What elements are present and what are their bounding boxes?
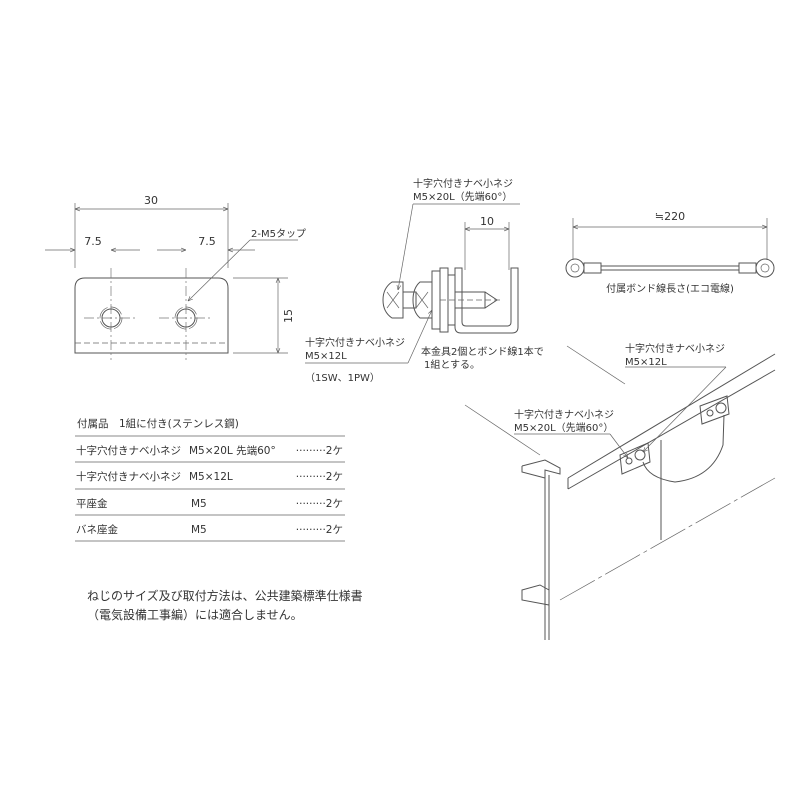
table-row: 平座金 M5 ·········2ケ xyxy=(76,497,343,510)
svg-text:·········2ケ: ·········2ケ xyxy=(296,524,343,536)
tap-hole-left xyxy=(101,308,121,328)
dim-right-label: 7.5 xyxy=(198,235,216,248)
bond-length-label: ≒220 xyxy=(655,210,685,223)
svg-text:·········2ケ: ·········2ケ xyxy=(296,445,343,457)
iso-label-long-name: 十字穴付きナベ小ネジ xyxy=(514,408,614,421)
table-row: 十字穴付きナベ小ネジ M5×20L 先端60° ·········2ケ xyxy=(76,444,343,457)
svg-text:十字穴付きナベ小ネジ: 十字穴付きナベ小ネジ xyxy=(76,444,181,457)
dim-left-label: 7.5 xyxy=(84,235,102,248)
dim-width-label: 10 xyxy=(480,215,494,228)
bracket-right xyxy=(699,395,730,425)
table-header: 付属品 1組に付き(ステンレス鋼) xyxy=(77,417,239,430)
iso-label-long-spec: M5×20L（先端60°） xyxy=(514,421,613,434)
screw-short-name: 十字穴付きナベ小ネジ xyxy=(305,336,405,349)
washer xyxy=(431,270,441,330)
tap-label: 2-M5タップ xyxy=(251,228,306,240)
table-row: 十字穴付きナベ小ネジ M5×12L ·········2ケ xyxy=(76,470,343,483)
set-note-line2: 1組とする。 xyxy=(424,358,480,371)
bracket-left xyxy=(619,442,651,475)
svg-text:バネ座金: バネ座金 xyxy=(76,523,118,536)
side-view: 十字穴付きナベ小ネジ M5×20L（先端60°） 10 十字穴付きナベ小ネジ M… xyxy=(305,177,544,384)
bracket-u xyxy=(454,267,519,334)
accessories-table: 付属品 1組に付き(ステンレス鋼) 十字穴付きナベ小ネジ M5×20L 先端60… xyxy=(75,417,345,542)
dim-total-label: 30 xyxy=(144,194,158,207)
iso-label-short-name: 十字穴付きナベ小ネジ xyxy=(625,342,725,355)
plate-outline xyxy=(74,277,229,354)
svg-text:M5×20L 先端60°: M5×20L 先端60° xyxy=(189,444,276,457)
bond-caption: 付属ボンド線長さ(エコ電線) xyxy=(606,282,734,295)
screw-long-spec: M5×20L（先端60°） xyxy=(413,190,512,203)
svg-text:M5: M5 xyxy=(191,498,207,510)
front-view: 30 7.5 7.5 15 2-M5タップ xyxy=(45,194,306,360)
svg-text:M5: M5 xyxy=(191,524,207,536)
bond-wire: ≒220 付属ボンド線長さ(エコ電線) xyxy=(565,210,775,295)
svg-text:十字穴付きナベ小ネジ: 十字穴付きナベ小ネジ xyxy=(76,470,181,483)
screw-head-long xyxy=(382,281,404,319)
set-note-line1: 本金具2個とボンド線1本で xyxy=(421,345,544,358)
screw-short-spec: M5×12L xyxy=(305,351,347,362)
note-line2: （電気設備工事編）には適合しません。 xyxy=(87,607,303,622)
table-row: バネ座金 M5 ·········2ケ xyxy=(76,523,343,536)
svg-text:·········2ケ: ·········2ケ xyxy=(296,471,343,483)
bond-wire-iso xyxy=(642,414,725,483)
iso-label-short-spec: M5×12L xyxy=(625,357,667,368)
svg-text:平座金: 平座金 xyxy=(76,497,108,510)
dim-height-label: 15 xyxy=(282,309,295,323)
tap-hole-right xyxy=(176,308,196,328)
screw-head-short xyxy=(412,281,433,319)
isometric-view: 十字穴付きナベ小ネジ M5×12L 十字穴付きナベ小ネジ M5×20L（先端60… xyxy=(464,342,776,640)
screw-short-washers: （1SW、1PW） xyxy=(305,372,380,384)
svg-text:·········2ケ: ·········2ケ xyxy=(296,498,343,510)
screw-long-name: 十字穴付きナベ小ネジ xyxy=(413,177,513,190)
note-line1: ねじのサイズ及び取付方法は、公共建築標準仕様書 xyxy=(87,588,363,603)
svg-text:M5×12L: M5×12L xyxy=(189,471,233,483)
